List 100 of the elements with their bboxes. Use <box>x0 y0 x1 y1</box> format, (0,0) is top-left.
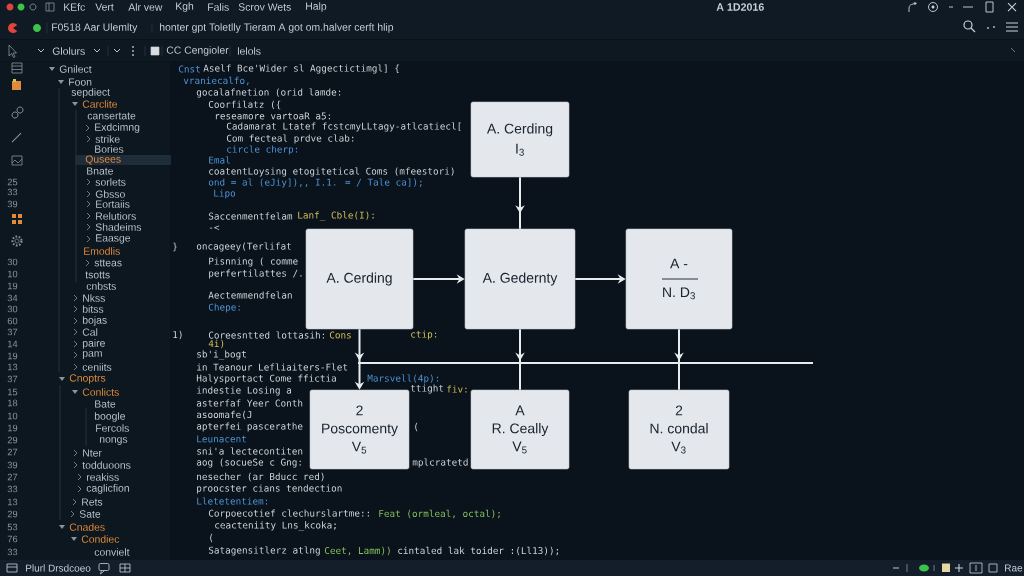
tree-item: Nter <box>83 449 102 457</box>
code-text: Feat (ormleal, octal); <box>379 509 500 519</box>
code-text: Marsvell(4p): <box>367 374 439 384</box>
code-text: ctip: <box>411 330 437 340</box>
tab-label: CC Cengioler <box>166 46 229 56</box>
code-text: cintaled lak toider :(Ll13)); <box>398 546 558 556</box>
tree-item: Nkss <box>83 294 105 302</box>
code-text: aog (socueSe c Gng: <box>196 458 301 468</box>
tree-item: Carclite <box>82 100 118 108</box>
line-number: 33 <box>7 485 18 493</box>
line-number: 19 <box>8 282 18 290</box>
code-text: Satagensitlerz atlng <box>208 546 320 556</box>
tree-item: Bories <box>95 145 124 153</box>
line-number: 33 <box>7 188 18 196</box>
process-box: 2 Poscomenty V$_{5}$ <box>309 389 410 470</box>
tree-item: Bnate <box>87 167 113 175</box>
menu-item: Alr vew <box>128 3 163 11</box>
code-text: 4i) <box>208 339 224 349</box>
code-text: Cons <box>329 331 351 339</box>
tree-item: Foon <box>69 78 92 86</box>
line-number: 34 <box>7 294 18 302</box>
code-text: oncageey(Terlifat <box>196 242 291 252</box>
tree-item: Exdcimng <box>95 123 140 133</box>
tree-item: paire <box>82 339 105 349</box>
tree-item: reakiss <box>86 473 119 481</box>
code-text: Leunacent <box>197 435 246 443</box>
code-text: ( <box>210 533 213 543</box>
tree-item: bojas <box>82 316 107 326</box>
code-text: Emal <box>209 156 230 164</box>
code-text: Com fecteal prdve clab: <box>226 134 354 144</box>
code-text: Coreesntted lottasih: <box>208 331 324 339</box>
tree-item: Rets <box>82 498 103 506</box>
line-number: 10 <box>8 412 18 420</box>
menu-item: Kgh <box>176 2 194 12</box>
menu-item: Scrov Wets <box>238 3 291 11</box>
tree-item: Gbsso <box>95 190 125 198</box>
line-number: 30 <box>7 305 18 313</box>
code-text: Corpoecotief clechurslartme:: <box>208 509 369 519</box>
line-number: 15 <box>8 388 18 396</box>
menu-item: KEfc <box>64 3 85 11</box>
tree-item: bitss <box>82 305 104 313</box>
code-text: Lipo <box>214 189 236 199</box>
code-text: ttight <box>410 384 444 394</box>
tree-item: ceniits <box>82 363 112 371</box>
code-text: Halysportact Come ffictia <box>196 374 336 384</box>
tree-item: strike <box>95 135 120 143</box>
line-number: 14 <box>8 340 18 348</box>
tree-item: Gnilect <box>59 65 92 73</box>
status-text: Plurl Drsdcoeo <box>26 564 91 572</box>
line-number: 76 <box>7 535 18 543</box>
tree-item: cansertate <box>87 112 136 120</box>
selected-tree-item: Qusees <box>75 155 171 165</box>
line-number: 29 <box>7 510 18 518</box>
code-text: in Teanour Lefliaiters-Flet <box>197 363 348 371</box>
code-text: gocalafnetion (orid lamde: <box>196 88 341 98</box>
tree-item: tsotts <box>85 271 110 279</box>
process-box: A. Gedernty <box>464 228 576 330</box>
tree-item: sepdiect <box>71 88 110 98</box>
toolbar-text: Glolurs <box>52 47 85 55</box>
tree-item: pam <box>82 351 102 359</box>
line-number: 13 <box>8 498 18 506</box>
tree-item: Cnades <box>69 523 105 531</box>
toolbar-text: F0518 Aar Ulemlty <box>52 23 138 33</box>
line-number: 10 <box>8 270 18 278</box>
menu-item: Vert <box>95 3 114 11</box>
code-text: nesecher (ar Bducc red) <box>197 472 324 482</box>
menu-item: Halp <box>306 2 327 12</box>
line-number: 27 <box>7 448 18 456</box>
code-text: Cadamarat Ltatef fcstcmyLLtagy-atlcatiecl[ <box>226 122 461 132</box>
code-text: vraniecalfo, <box>183 76 249 86</box>
menu-item: Falis <box>208 3 229 11</box>
code-text: Coorfilatz ({ <box>208 100 281 110</box>
line-number: 60 <box>7 317 18 325</box>
code-text: Ceet, Lamm)) <box>324 546 390 556</box>
code-text: ond = al (eJiy]),, I.1. = / Tale ca]); <box>208 178 422 188</box>
line-number: 53 <box>7 523 18 531</box>
tree-item: Sate <box>79 510 101 518</box>
tree-item: Condiec <box>81 535 120 543</box>
tree-item: cnbsts <box>86 282 116 290</box>
code-text: indestie Losing a <box>197 386 291 396</box>
tree-item: Eaasge <box>96 234 131 244</box>
tree-item: Shadeims <box>95 223 142 231</box>
tree-item: stteas <box>94 259 122 267</box>
code-text: 1) <box>173 330 182 340</box>
tree-item: todduoons <box>82 461 131 469</box>
line-number: 37 <box>7 375 18 383</box>
line-number: 33 <box>7 548 18 556</box>
process-box: A R. Ceally V$_{5}$ <box>470 389 570 470</box>
code-text: Cnst <box>178 65 200 73</box>
tree-item: Cal <box>82 328 98 336</box>
process-box: A. Cerding I$_{3}$ <box>470 101 570 178</box>
line-number: 39 <box>7 200 18 208</box>
tree-item: sorlets <box>95 178 126 186</box>
tree-item: boogle <box>94 412 125 422</box>
code-text: reseamore vartoaR a5: <box>215 112 330 120</box>
line-number: 37 <box>7 328 18 336</box>
code-text: mplcratetd <box>412 458 468 468</box>
line-number: 19 <box>8 352 18 360</box>
process-box: A - N. D$_{3}$ <box>625 228 733 330</box>
tree-item: Eortaiis <box>96 200 130 208</box>
